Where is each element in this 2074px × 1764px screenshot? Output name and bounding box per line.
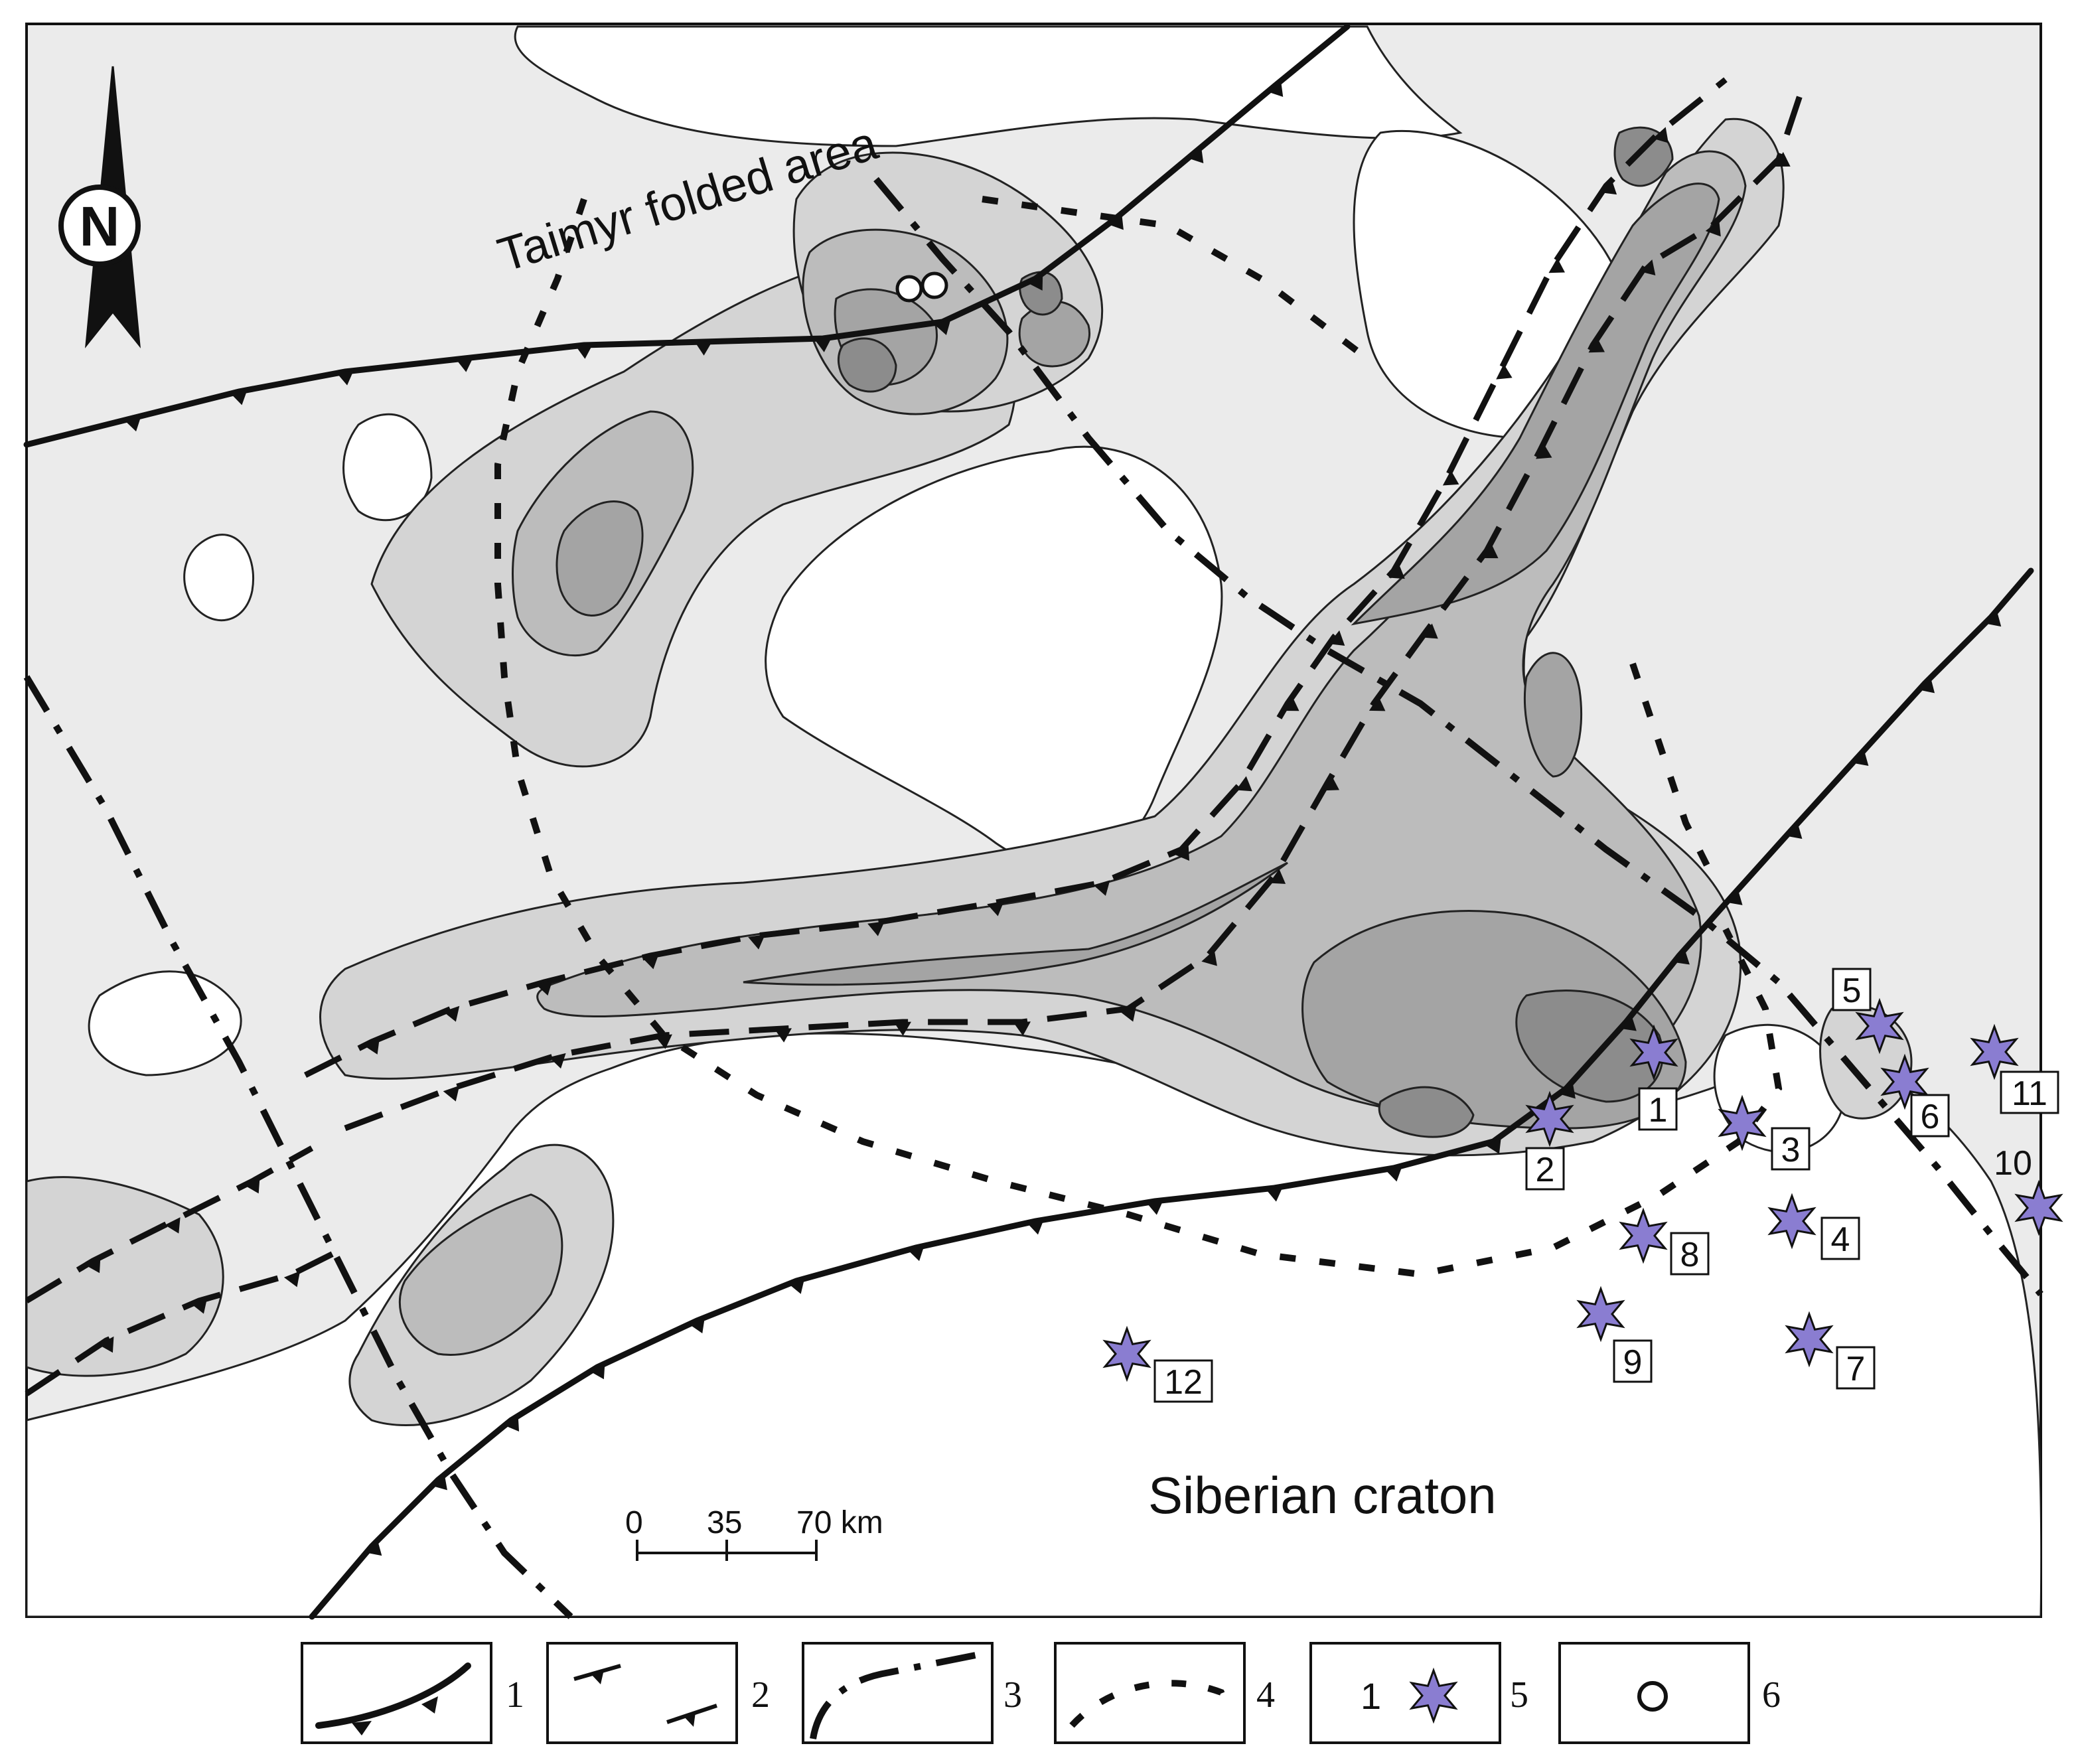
legend-circle-icon bbox=[1637, 1681, 1668, 1712]
star-label-6: 6 bbox=[1921, 1098, 1940, 1136]
star-marker-3 bbox=[1718, 1094, 1767, 1151]
dash-dot-lines bbox=[23, 177, 2043, 1619]
star-label-box-7 bbox=[1836, 1346, 1876, 1390]
legend-tick-icon bbox=[591, 1670, 696, 1727]
legend-dotted-icon bbox=[1069, 1680, 1231, 1728]
north-letter: N bbox=[80, 195, 120, 257]
star-label-box-6 bbox=[1910, 1094, 1950, 1138]
star-label-box-3 bbox=[1771, 1127, 1811, 1171]
star-marker-4 bbox=[1767, 1193, 1816, 1250]
star-marker-6 bbox=[1880, 1053, 1929, 1110]
star-label-9: 9 bbox=[1623, 1343, 1643, 1382]
star-marker-7 bbox=[1785, 1311, 1834, 1368]
legend-number-1: 1 bbox=[506, 1674, 524, 1716]
star-marker-10 bbox=[2014, 1179, 2063, 1236]
star-label-box-8 bbox=[1670, 1232, 1710, 1276]
siberian-label: Siberian craton bbox=[1148, 1466, 1497, 1524]
legend-star-sample: 1 bbox=[1361, 1675, 1381, 1717]
scale-tick-70: 70 km bbox=[796, 1505, 883, 1540]
legend-box-4 bbox=[1054, 1642, 1246, 1744]
legend-number-2: 2 bbox=[751, 1674, 770, 1716]
star-label-5: 5 bbox=[1842, 972, 1862, 1010]
white-area-west2 bbox=[183, 534, 254, 622]
scale-tick-35: 35 bbox=[707, 1505, 742, 1540]
legend-number-5: 5 bbox=[1510, 1674, 1528, 1716]
star-label-8: 8 bbox=[1680, 1236, 1700, 1274]
star-marker-1 bbox=[1629, 1024, 1678, 1081]
star-label-box-5 bbox=[1832, 968, 1872, 1011]
scale-tick-0: 0 bbox=[625, 1505, 643, 1540]
star-marker-2 bbox=[1525, 1090, 1574, 1147]
legend: 1 2 3 4 1 5 6 bbox=[301, 1642, 1781, 1744]
star-label-10: 10 bbox=[1994, 1144, 2032, 1183]
star-label-2: 2 bbox=[1536, 1151, 1555, 1189]
star-label-7: 7 bbox=[1846, 1350, 1866, 1388]
star-label-12: 12 bbox=[1164, 1363, 1203, 1402]
legend-thrust-icon bbox=[352, 1696, 438, 1735]
star-label-box-9 bbox=[1613, 1339, 1653, 1383]
star-marker-12 bbox=[1102, 1325, 1151, 1382]
north-arrow: N bbox=[58, 66, 141, 348]
open-circle-marker bbox=[895, 275, 923, 303]
legend-number-4: 4 bbox=[1256, 1674, 1275, 1716]
open-circle-marker bbox=[921, 271, 948, 299]
star-marker-5 bbox=[1855, 997, 1904, 1055]
star-label-box-4 bbox=[1820, 1216, 1860, 1260]
star-label-box-2 bbox=[1525, 1147, 1565, 1191]
star-label-box-1 bbox=[1638, 1087, 1678, 1131]
scale-bar: 0 35 70 km bbox=[625, 1505, 883, 1561]
legend-star-icon bbox=[1409, 1667, 1458, 1724]
star-label-box-11 bbox=[2000, 1070, 2059, 1114]
legend-box-2 bbox=[546, 1642, 738, 1744]
open-circles bbox=[895, 271, 948, 303]
legend-number-6: 6 bbox=[1762, 1674, 1781, 1716]
star-marker-8 bbox=[1619, 1207, 1668, 1264]
dashed-thrusts bbox=[25, 77, 1809, 1396]
legend-box-1 bbox=[301, 1642, 492, 1744]
star-label-11: 11 bbox=[2012, 1074, 2047, 1113]
star-marker-9 bbox=[1576, 1286, 1625, 1343]
legend-box-5 bbox=[1309, 1642, 1501, 1744]
legend-dashdot-icon bbox=[810, 1649, 990, 1739]
star-label-3: 3 bbox=[1781, 1131, 1801, 1169]
star-label-box-12 bbox=[1153, 1359, 1213, 1403]
dotted-lines bbox=[494, 196, 1783, 1278]
legend-number-3: 3 bbox=[1003, 1674, 1022, 1716]
star-marker-11 bbox=[1970, 1023, 2019, 1080]
star-label-4: 4 bbox=[1831, 1220, 1850, 1259]
star-label-1: 1 bbox=[1649, 1091, 1668, 1130]
